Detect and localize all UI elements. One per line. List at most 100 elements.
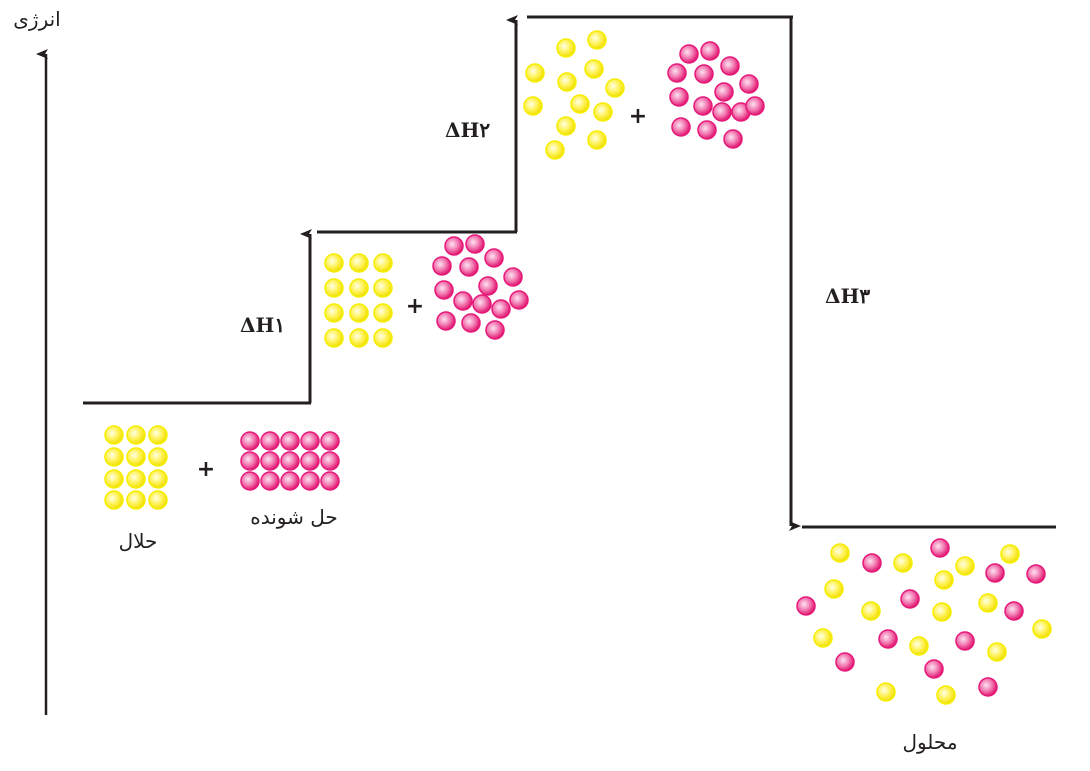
solvent-particle [373,303,393,323]
solute-particle [491,299,511,319]
solvent-particle [824,579,844,599]
solvent-particle [556,116,576,136]
solute-particle [669,87,689,107]
solvent-particle [861,601,881,621]
solute-particle [260,471,280,491]
solute-particle [240,471,260,491]
solute-particle [509,290,529,310]
solvent-particle [978,593,998,613]
solvent-particle [349,303,369,323]
solute-particle [900,589,920,609]
solvent-particle [373,328,393,348]
solute-particle [503,267,523,287]
solvent-particle [104,425,124,445]
solvent-particle [104,490,124,510]
solvent-particle [349,253,369,273]
solute-particle [978,677,998,697]
solute-particle [679,44,699,64]
solute-particle [484,248,504,268]
solvent-particle [987,642,1007,662]
solvent-particle [126,490,146,510]
solvent-particle [148,469,168,489]
solvent-particle [876,682,896,702]
solvent-particle [324,278,344,298]
solvent-particle [893,553,913,573]
solvent-particle [126,469,146,489]
solute-particle [1026,564,1046,584]
solvent-particle [909,636,929,656]
solvent-particle [932,602,952,622]
dh2-label: ΔH۲ [445,118,490,142]
solvent-particle [104,447,124,467]
solute-particle [465,234,485,254]
solvent-particle [1000,544,1020,564]
solvent-particle [148,447,168,467]
solvent-particle [349,328,369,348]
solute-particle [240,451,260,471]
solvent-particle [126,447,146,467]
solute-particle [697,120,717,140]
solute-particle [1004,601,1024,621]
solute-particle [240,431,260,451]
solute-particle [720,56,740,76]
solute-particle [700,41,720,61]
plus-sign: + [406,294,424,319]
solute-particle [300,451,320,471]
solvent-particle [126,425,146,445]
solute-particle [300,431,320,451]
solvent-particle [556,38,576,58]
solute-particle [796,596,816,616]
solvent-particle [587,30,607,50]
solute-particle [667,63,687,83]
solute-particle [320,431,340,451]
solute-particle [985,563,1005,583]
solute-particle [280,431,300,451]
solvent-particle [104,469,124,489]
solute-particle [835,652,855,672]
dh3-label: ΔH۳ [825,284,870,308]
solvent-particle [934,570,954,590]
solute-particle [723,129,743,149]
solute-particle [444,236,464,256]
solvent-particle [955,556,975,576]
solvent-particle [557,72,577,92]
solute-particle [459,257,479,277]
solvent-particle [545,140,565,160]
solute-particle [862,553,882,573]
solute-particle [924,659,944,679]
solvent-particle [523,96,543,116]
solvent-label: حلال [119,529,158,553]
solute-particle [320,471,340,491]
energy-axis-label: انرژی [13,7,60,31]
solvent-particle [830,543,850,563]
solvent-particle [373,253,393,273]
solvent-particle [605,78,625,98]
solvent-particle [570,94,590,114]
solvent-particle [324,328,344,348]
solute-particle [300,471,320,491]
particles [104,30,1052,705]
solvent-particle [148,490,168,510]
plus-sign: + [629,104,647,129]
solvent-particle [324,303,344,323]
solvent-particle [373,278,393,298]
solvent-particle [324,253,344,273]
solute-particle [930,538,950,558]
solute-particle [434,280,454,300]
solute-particle [432,256,452,276]
solute-particle [436,311,456,331]
solute-particle [745,96,765,116]
solute-particle [472,294,492,314]
solvent-particle [813,628,833,648]
solute-particle [485,320,505,340]
solute-particle [739,74,759,94]
solvent-particle [936,685,956,705]
solvent-particle [525,63,545,83]
solute-particle [671,117,691,137]
solute-particle [461,313,481,333]
solute-particle [260,431,280,451]
solute-particle [694,64,714,84]
solute-particle [320,451,340,471]
solvent-particle [148,425,168,445]
